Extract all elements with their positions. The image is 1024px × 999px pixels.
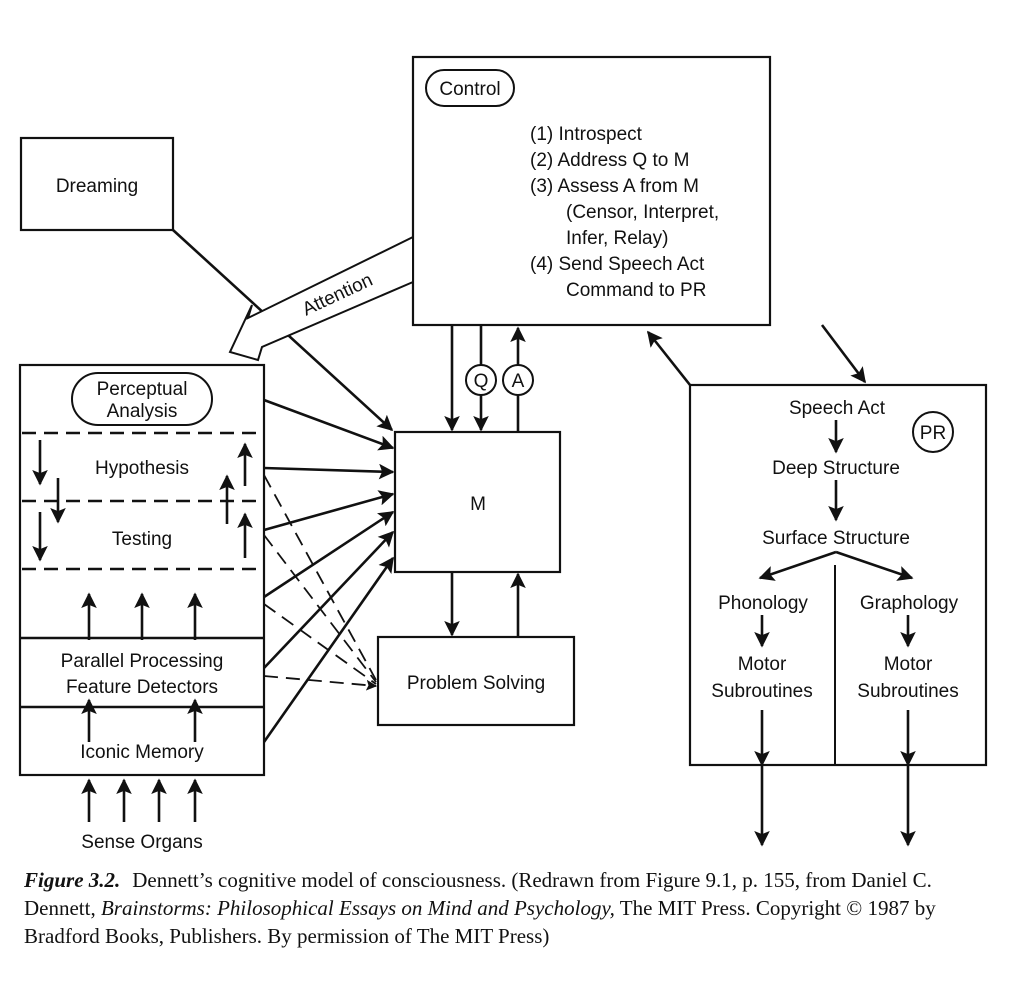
control-step-3-detail-a: (Censor, Interpret, (566, 202, 719, 223)
control-step-4-detail: Command to PR (566, 280, 706, 301)
subroutines-label-left: Subroutines (711, 681, 812, 702)
feature-detectors-label: Feature Detectors (66, 677, 218, 698)
q-label: Q (474, 371, 489, 392)
perceptual-to-problem-solving-arrows (263, 474, 378, 691)
m-box: M (393, 430, 562, 574)
caption-text-end: The MIT Press. Copyright © 1987 by Bradf… (24, 896, 936, 948)
dashed-arrow (263, 603, 377, 685)
sense-organs-label: Sense Organs (81, 832, 202, 853)
motor-label-left: Motor (738, 654, 787, 675)
motor-label-right: Motor (884, 654, 933, 675)
pr-box: PR Speech Act Deep Structure Surface Str… (688, 383, 988, 767)
perceptual-stack: Perceptual Analysis Hypothesis Testing P… (18, 363, 266, 777)
testing-label: Testing (112, 529, 172, 550)
pr-badge (912, 411, 954, 453)
perceptual-title-line2: Analysis (107, 401, 178, 422)
control-step-4: (4) Send Speech Act (530, 254, 705, 275)
dashed-arrow (263, 474, 377, 681)
dreaming-label: Dreaming (56, 176, 138, 197)
graphology-label: Graphology (860, 593, 959, 614)
phonology-label: Phonology (718, 593, 808, 614)
book-title: Brainstorms: Philosophical Essays on Min… (100, 896, 615, 920)
attention-arrow: Attention (228, 235, 414, 362)
m-label: M (470, 494, 486, 515)
perceptual-title-line1: Perceptual (97, 379, 188, 400)
arrow (263, 398, 395, 451)
subroutines-label-right: Subroutines (857, 681, 958, 702)
perceptual-title-pill (71, 372, 213, 426)
a-circle (502, 364, 534, 396)
dashed-arrow (263, 675, 378, 691)
iconic-memory-label: Iconic Memory (80, 742, 204, 763)
branch-arrow-right (835, 550, 914, 581)
control-step-3-detail-b: Infer, Relay) (566, 228, 668, 249)
hypothesis-label: Hypothesis (95, 458, 189, 479)
control-to-pr-arrow (820, 324, 867, 384)
perceptual-to-m-arrows (262, 398, 395, 743)
branch-arrow-left (758, 550, 837, 581)
control-box: Control (1) Introspect (2) Address Q to … (411, 55, 772, 327)
arrow (263, 530, 395, 669)
figure-caption: Figure 3.2.Dennett’s cognitive model of … (24, 866, 1004, 950)
arrow (263, 490, 395, 532)
problem-solving-box: Problem Solving (376, 635, 576, 727)
dashed-arrow (263, 534, 377, 683)
figure-label: Figure 3.2. (24, 868, 121, 892)
pr-badge-label: PR (920, 423, 946, 444)
surface-structure-label: Surface Structure (762, 528, 910, 549)
caption-text: Dennett’s cognitive model of consciousne… (24, 868, 932, 920)
deep-structure-label: Deep Structure (772, 458, 900, 479)
problem-solving-label: Problem Solving (407, 673, 545, 694)
control-title-pill (425, 69, 515, 107)
sense-organs: Sense Organs (81, 778, 203, 853)
control-step-1: (1) Introspect (530, 124, 643, 145)
control-step-2: (2) Address Q to M (530, 150, 689, 171)
pr-to-control-arrow (646, 330, 692, 386)
speech-act-label: Speech Act (789, 398, 886, 419)
a-label: A (512, 371, 525, 392)
parallel-processing-label: Parallel Processing (61, 651, 224, 672)
control-step-3: (3) Assess A from M (530, 176, 699, 197)
control-title: Control (439, 79, 500, 100)
dreaming-box: Dreaming (19, 136, 175, 232)
cognitive-model-diagram: Control (1) Introspect (2) Address Q to … (18, 55, 988, 853)
q-circle (465, 364, 497, 396)
arrow (263, 510, 395, 599)
arrow (263, 463, 395, 480)
